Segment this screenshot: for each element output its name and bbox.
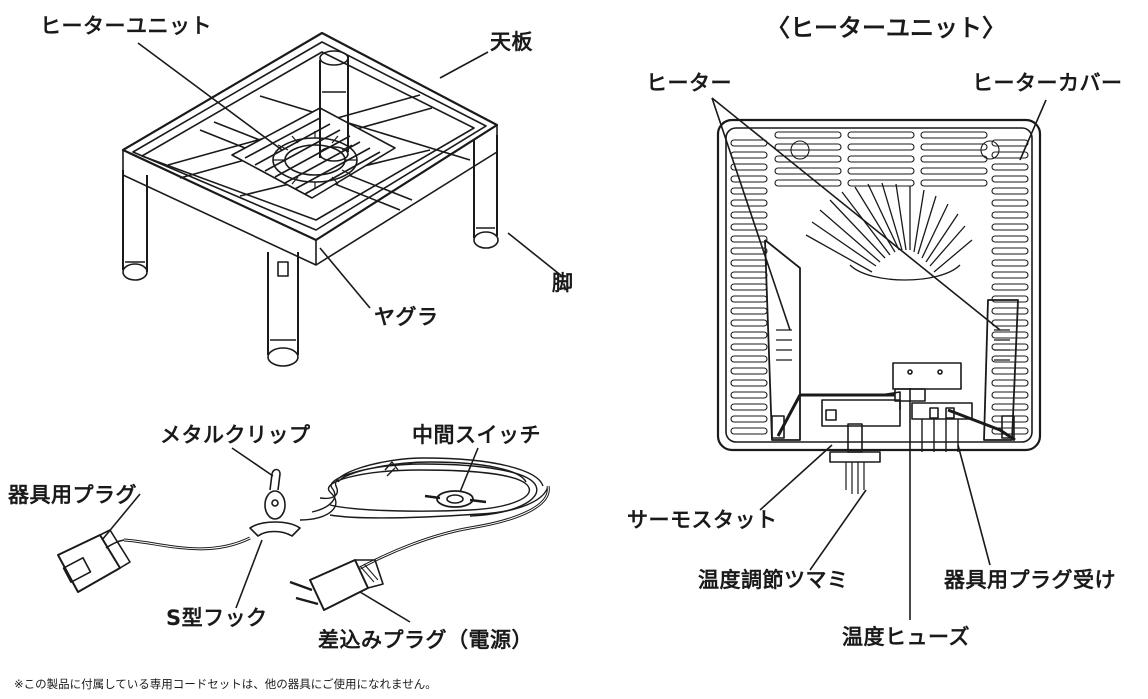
label-s-hook: S型フック <box>166 606 268 630</box>
footnote: ※この製品に付属している専用コードセットは、他の器具にご使用になれません。 <box>14 677 437 691</box>
label-power-plug: 差込みプラグ（電源） <box>318 628 533 652</box>
heater-cover-slots-right <box>991 139 1029 435</box>
plug-receptacle <box>911 402 973 452</box>
heater-cover-slots-left <box>730 139 768 435</box>
label-temp-knob: 温度調節ツマミ <box>698 568 849 592</box>
heater-unit-detail-illustration <box>711 97 1047 620</box>
heater-grille <box>231 107 396 199</box>
metal-clip <box>269 468 281 491</box>
radial-vents <box>805 182 973 281</box>
power-plug <box>289 559 384 611</box>
label-metal-clip: メタルクリップ <box>160 423 311 447</box>
thermostat <box>821 391 901 427</box>
leg-right <box>473 135 499 249</box>
coiled-cord <box>299 457 549 521</box>
label-heater-cover: ヒーターカバー <box>972 71 1123 95</box>
leg-front <box>267 252 299 367</box>
label-thermostat: サーモスタット <box>627 508 778 532</box>
temperature-knob <box>829 423 881 494</box>
s-hook <box>249 490 301 537</box>
inline-switch <box>424 490 487 508</box>
heater-unit-title: 〈ヒーターユニット〉 <box>766 14 1006 42</box>
label-top-board: 天板 <box>490 30 533 54</box>
temperature-fuse <box>892 362 962 402</box>
label-temp-fuse: 温度ヒューズ <box>842 625 970 649</box>
label-heater-unit: ヒーターユニット <box>40 14 212 38</box>
appliance-plug <box>57 529 131 593</box>
label-leg: 脚 <box>552 271 574 295</box>
label-frame: ヤグラ <box>374 305 439 329</box>
label-inline-switch: 中間スイッチ <box>412 423 541 447</box>
heater-rods <box>764 239 1019 441</box>
leg-left <box>122 170 148 281</box>
label-appliance-plug: 器具用プラグ <box>8 483 137 507</box>
kotatsu-table-illustration <box>121 31 564 367</box>
cord-set-illustration <box>57 447 550 623</box>
label-plug-receptacle: 器具用プラグ受け <box>944 568 1116 592</box>
label-heater: ヒーター <box>646 71 732 95</box>
